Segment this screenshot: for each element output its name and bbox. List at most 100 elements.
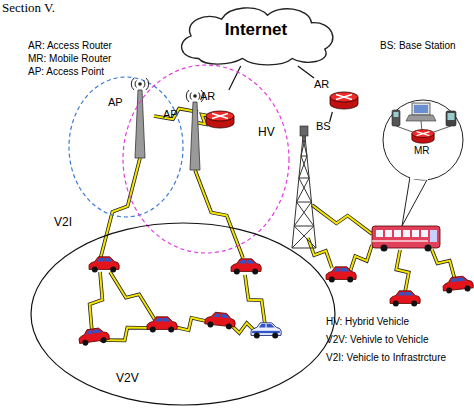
drawing-part [432,250,455,280]
drawing-part [421,230,428,237]
vehicles [78,257,474,347]
router-icon [330,92,358,109]
node-shape [30,222,336,406]
abbreviation-note: AR: Access Router [28,40,112,51]
antenna-dot [193,94,197,98]
coverage-outline [123,65,289,253]
node-shape [284,122,340,250]
callout-bubble [383,100,463,226]
abbreviation-note: MR: Mobile Router [28,53,111,64]
node-label: AP [163,108,178,120]
router-top [206,111,234,121]
tower-lattice [292,126,316,248]
abbreviation-note: V2I: Vehicle to Infrastrcture [326,352,446,363]
drawing-part [312,205,372,234]
router-arrows [417,132,430,136]
drawing-part [412,230,419,237]
wired-link [298,66,314,78]
link-path [154,109,198,120]
drawing-part [195,170,243,258]
drawing-part [372,226,440,248]
drawing-part [396,250,409,292]
drawing-part [442,275,474,294]
antenna-mast [135,90,145,158]
drawing-part [394,112,399,117]
drawing-part [90,272,103,332]
drawing-part [245,275,265,325]
antenna-mast [190,102,200,170]
drawing-part [412,103,430,115]
node-label: HV [258,126,275,139]
access-point: AP [108,76,154,160]
wireless-link-outline [90,158,455,340]
drawing-part [410,178,428,179]
drawing-part [406,115,436,121]
drawing-part [350,245,372,272]
drawing-part [381,245,388,252]
router-top [330,92,358,102]
drawing-part [448,113,455,120]
drawing-part [204,311,236,330]
drawing-part [78,327,110,347]
router-icon [206,111,234,128]
node-label: BS [316,120,331,132]
wireless-link [90,158,455,340]
drawing-part [425,245,432,252]
node-shape [163,88,209,172]
node-label: Internet [170,21,342,40]
drawing-part [414,105,428,113]
drawing-part [110,272,155,320]
drawing-part [100,158,140,260]
drawing-part [308,238,332,268]
drawing-part [396,250,409,292]
link-path [298,66,314,78]
link-outline [154,109,198,120]
router-node: MR [404,126,442,162]
drawing-part [403,230,410,237]
drawing-part [383,100,463,180]
coverage-outline [69,77,183,217]
node-shape [68,76,184,218]
drawing-part [308,238,332,268]
router-top [412,130,434,138]
radio-waves [131,78,148,90]
router-arrows [212,114,228,119]
drawing-part [392,110,400,126]
drawing-part [110,272,155,320]
tower-panel [300,126,308,136]
drawing-part [376,230,383,237]
node-label: V2I [54,216,72,229]
antenna-dot [138,82,142,86]
drawing-part [372,240,428,242]
abbreviation-note: HV: Hybrid Vehicle [326,316,409,327]
drawing-part [350,245,372,272]
abbreviation-note: V2V: Vehivle to Vehicle [326,334,428,345]
router-node: AR [314,78,360,112]
radio-waves [186,90,203,102]
drawing-part [231,259,261,275]
drawing-part [432,250,455,280]
router-node: AR [198,90,240,130]
drawing-part [390,291,420,307]
network-ellipse: V2V [30,222,336,406]
drawing-part [402,177,428,226]
node-shape [404,126,442,162]
bus [372,226,440,252]
drawing-part [100,158,140,260]
node-shape [108,76,154,160]
cloud-node: Internet [170,4,342,66]
drawing-part [90,272,103,332]
coverage-outline [31,223,335,405]
drawing-part [385,230,392,237]
drawing-part [245,275,265,325]
abbreviation-note: BS: Base Station [380,40,456,51]
drawing-part [195,170,243,258]
node-label: AP [108,96,123,108]
tower-frame [292,126,316,248]
coverage-circle: APV2I [68,76,184,218]
drawing-part [430,230,437,242]
router-arrows [336,95,352,100]
drawing-part [394,230,401,237]
